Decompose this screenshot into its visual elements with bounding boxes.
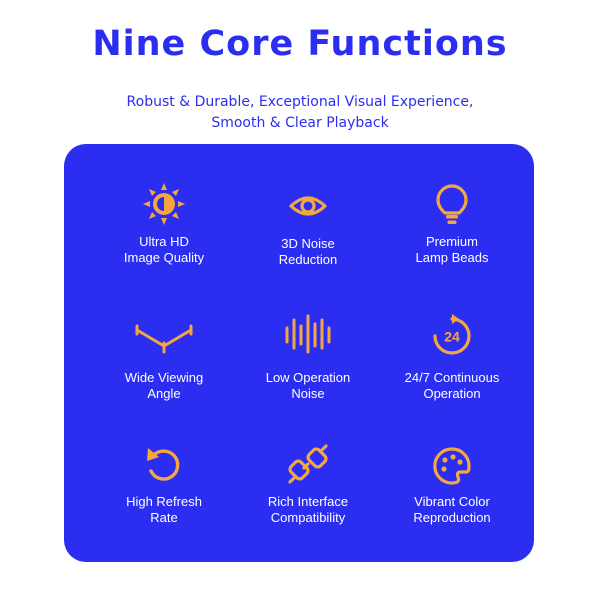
feature-rich-interface-compatibility: Rich Interface Compatibility [230,442,386,572]
feature-label: Low Operation Noise [230,370,386,402]
feature-label-line2: Noise [291,386,325,401]
feature-label: Wide Viewing Angle [86,370,242,402]
clock-24-icon: 24 [430,314,474,358]
page-subtitle: Robust & Durable, Exceptional Visual Exp… [0,92,600,134]
subtitle-line-1: Robust & Durable, Exceptional Visual Exp… [126,94,474,110]
feature-label: Premium Lamp Beads [374,234,530,266]
clock-24-badge: 24 [444,329,460,345]
feature-label-line2: Lamp Beads [415,250,489,265]
feature-label: Rich Interface Compatibility [230,494,386,526]
page-title: Nine Core Functions [92,24,508,64]
feature-label-line1: 24/7 Continuous [404,370,500,385]
feature-label-line1: Premium [425,234,478,249]
feature-24-7-operation: 24 24/7 Continuous Operation [374,312,530,442]
subtitle-line-2: Smooth & Clear Playback [211,115,389,131]
feature-label-line2: Reproduction [413,510,491,525]
feature-label: 24/7 Continuous Operation [374,370,530,402]
feature-3d-noise-reduction: 3D Noise Reduction [230,182,386,312]
feature-premium-lamp-beads: Premium Lamp Beads [374,182,530,312]
feature-label-line1: 3D Noise [281,236,335,251]
feature-label: Vibrant Color Reproduction [374,494,530,526]
feature-wide-viewing-angle: Wide Viewing Angle [86,312,242,442]
eye-icon [286,184,330,228]
feature-label-line1: Ultra HD [139,234,189,249]
plug-connector-icon [286,442,330,486]
refresh-icon [142,442,186,486]
feature-label-line2: Reduction [278,252,338,267]
sun-icon [142,182,186,226]
feature-high-refresh-rate: High Refresh Rate [86,442,242,572]
feature-label-line1: Low Operation [265,370,351,385]
feature-label: High Refresh Rate [86,494,242,526]
feature-ultra-hd: Ultra HD Image Quality [86,182,242,312]
feature-label-line2: Image Quality [123,250,205,265]
wide-angle-icon [134,316,194,360]
feature-label-line1: Rich Interface [267,494,349,509]
feature-vibrant-color-reproduction: Vibrant Color Reproduction [374,442,530,572]
lightbulb-icon [430,184,474,228]
feature-label: Ultra HD Image Quality [86,234,242,266]
feature-label: 3D Noise Reduction [230,236,386,268]
feature-low-operation-noise: Low Operation Noise [230,312,386,442]
color-palette-icon [430,444,474,488]
sound-wave-icon [283,312,333,356]
feature-label-line2: Rate [150,510,178,525]
feature-label-line2: Compatibility [270,510,346,525]
feature-label-line1: Wide Viewing [124,370,204,385]
features-panel: Ultra HD Image Quality 3D Noise Reductio… [64,144,534,562]
feature-label-line2: Operation [423,386,481,401]
feature-label-line1: Vibrant Color [414,494,490,509]
feature-label-line1: High Refresh [126,494,202,509]
feature-label-line2: Angle [147,386,181,401]
